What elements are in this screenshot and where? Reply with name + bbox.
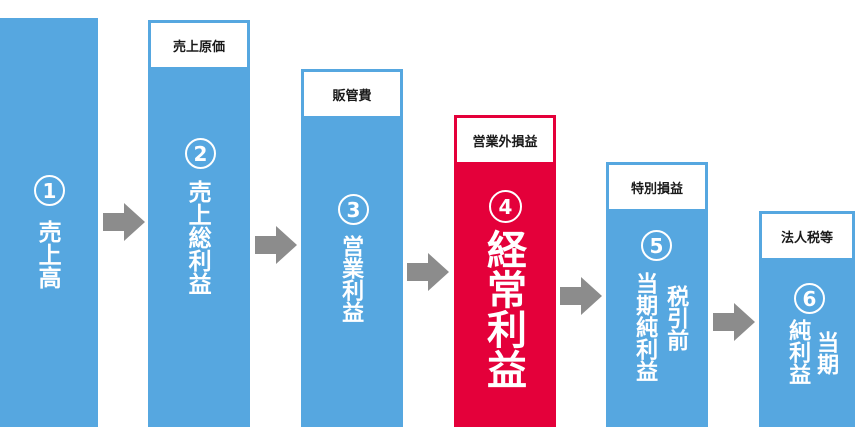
- arrow-right-icon: [103, 203, 145, 241]
- bar-step-3: 3 営業利益: [301, 119, 403, 427]
- step-number-5: 5: [641, 230, 672, 261]
- step-label-4: 経常利益: [480, 229, 526, 389]
- step-label-5-col2: 当期純利益: [632, 272, 658, 382]
- deduction-step-5: 特別損益: [606, 162, 708, 212]
- bar-step-5: 5 税引前 当期純利益: [606, 212, 708, 427]
- step-number-2: 2: [185, 138, 216, 169]
- deduction-step-4: 営業外損益: [454, 115, 556, 165]
- step-label-6-col2: 純利益: [785, 319, 811, 385]
- step-number-1: 1: [34, 175, 65, 206]
- bar-step-1: 1 売上高: [0, 18, 98, 427]
- arrow-right-icon: [407, 253, 449, 291]
- step-number-3: 3: [338, 194, 369, 225]
- arrow-right-icon: [255, 226, 297, 264]
- bar-step-2: 2 売上総利益: [148, 70, 250, 427]
- step-number-6: 6: [794, 283, 825, 314]
- bar-step-6: 6 当期 純利益: [759, 261, 855, 427]
- bar-step-4: 4 経常利益: [454, 165, 556, 427]
- step-number-4: 4: [489, 190, 522, 223]
- arrow-right-icon: [713, 303, 755, 341]
- step-label-1: 売上高: [34, 220, 61, 289]
- deduction-step-2: 売上原価: [148, 20, 250, 70]
- step-label-6-col1: 当期: [813, 331, 839, 375]
- step-label-2: 売上総利益: [184, 180, 211, 295]
- deduction-step-3: 販管費: [301, 69, 403, 119]
- step-label-3: 営業利益: [338, 235, 364, 323]
- deduction-step-6: 法人税等: [759, 211, 855, 261]
- arrow-right-icon: [560, 277, 602, 315]
- step-label-5-col1: 税引前: [663, 285, 689, 351]
